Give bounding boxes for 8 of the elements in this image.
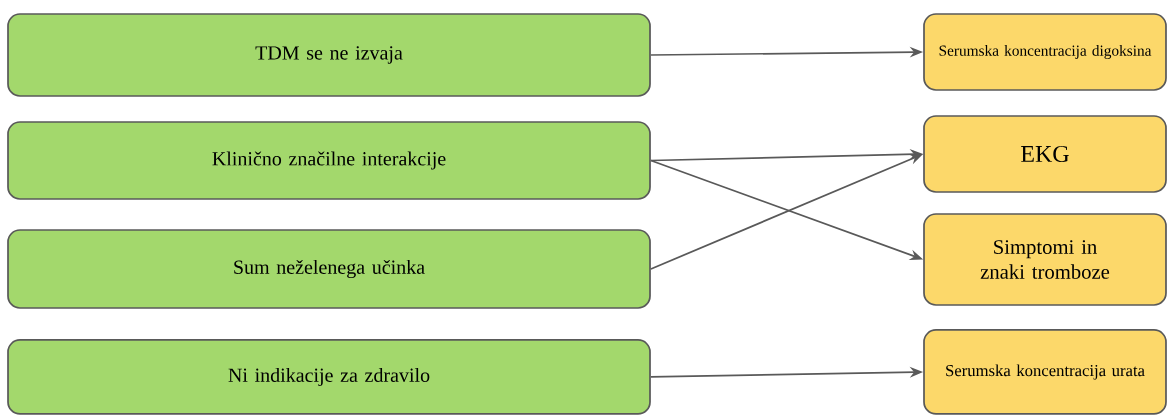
process-box: Klinično značilne interakcije bbox=[7, 121, 651, 200]
process-box: Simptomi in znaki tromboze bbox=[923, 213, 1167, 306]
process-box: Serumska koncentracija urata bbox=[923, 329, 1167, 415]
process-box: Serumska koncentracija digoksina bbox=[923, 13, 1167, 91]
process-box: EKG bbox=[923, 115, 1167, 193]
process-box: Ni indikacije za zdravilo bbox=[7, 339, 651, 415]
process-box: TDM se ne izvaja bbox=[7, 13, 651, 97]
process-box: Sum neželenega učinka bbox=[7, 229, 651, 309]
